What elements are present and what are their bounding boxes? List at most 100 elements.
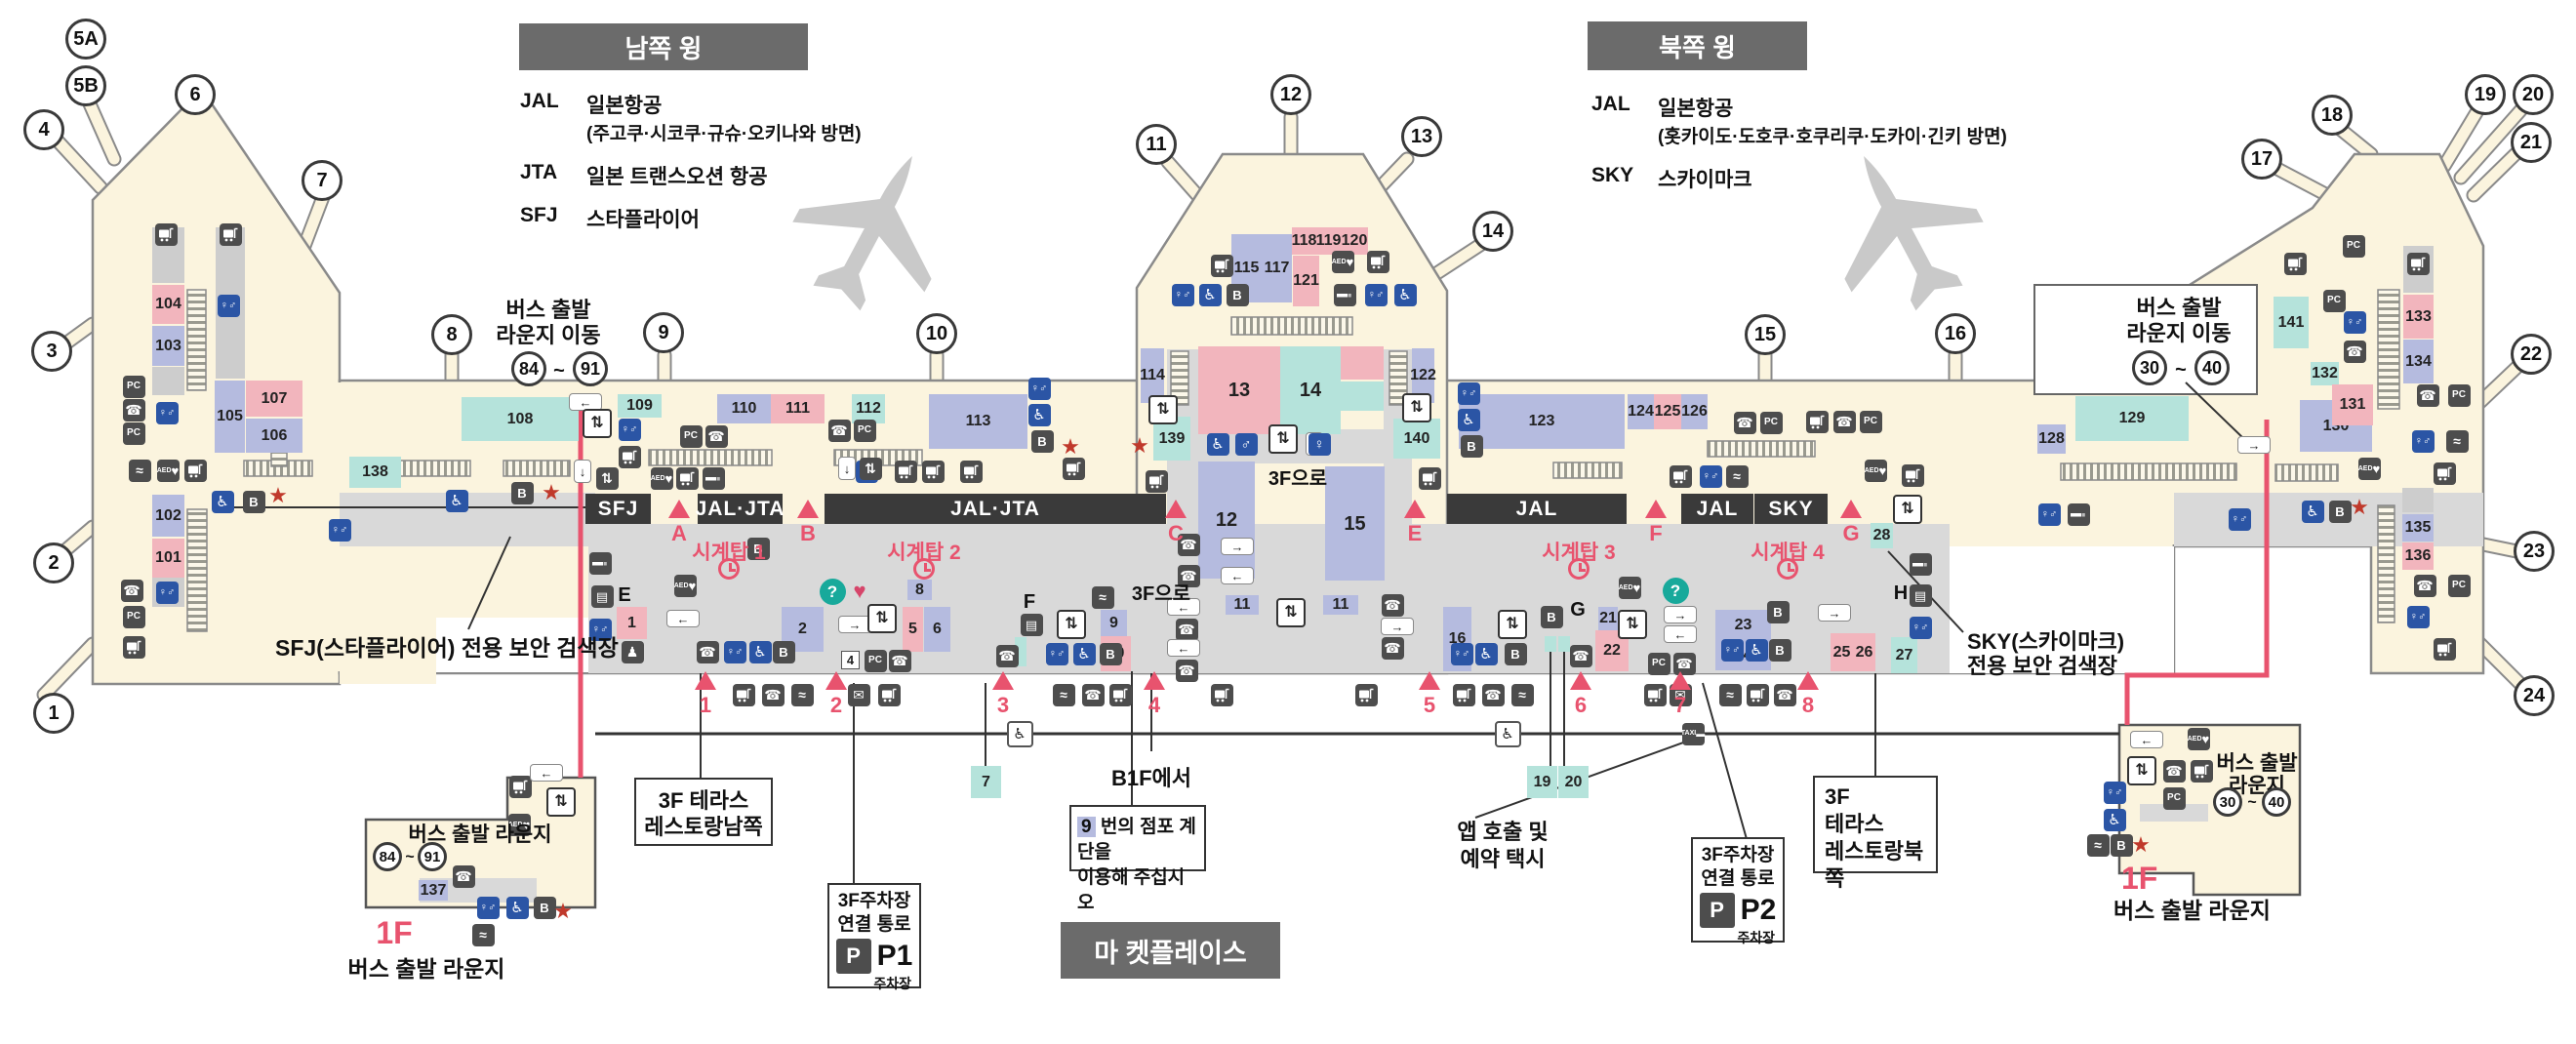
- escal-icon: ⇅: [595, 466, 619, 490]
- room-label: 26: [1855, 643, 1873, 661]
- walkL-icon: ←: [530, 764, 563, 782]
- boarding-gate-triangle-3: [992, 671, 1014, 690]
- pc-icon: PC: [122, 375, 145, 398]
- airline-bar-SKY: SKY: [1754, 494, 1828, 524]
- room-1: 1: [617, 607, 647, 639]
- phone-icon: ☎: [1177, 533, 1200, 556]
- phone-icon: ☎: [1569, 644, 1592, 667]
- accessible-icon: ♿: [2301, 500, 2324, 523]
- phone-icon: ☎: [1481, 683, 1505, 706]
- escal-icon: ⇅: [859, 457, 882, 480]
- room-label: 128: [2038, 430, 2065, 447]
- cart-icon: [877, 683, 901, 706]
- security-gate-label-A: A: [671, 521, 687, 545]
- phone-icon: ☎: [888, 649, 911, 672]
- room-block: [1341, 381, 1384, 411]
- airline-bar-JAL: JAL: [1681, 494, 1753, 524]
- room-label: 129: [2118, 410, 2146, 426]
- room-label: 117: [1264, 260, 1290, 276]
- cart-icon: [1210, 254, 1233, 277]
- gate-3: 3: [31, 331, 72, 372]
- map-label: SFJ(스타플라이어) 전용 보안 검색장: [275, 635, 619, 661]
- wline-icon: ♿: [1494, 720, 1521, 747]
- toilet-icon: ♀♂: [2343, 310, 2366, 334]
- security-gate-label-B: B: [800, 521, 816, 545]
- room-label: 114: [1140, 367, 1165, 383]
- toilet-icon: ♀♂: [2228, 507, 2251, 531]
- boarding-gate-triangle-5: [1419, 671, 1440, 690]
- boarding-gate-triangle-7: [1670, 671, 1691, 690]
- phone-icon: ☎: [2162, 759, 2186, 783]
- room-102: 102: [152, 495, 184, 537]
- cart-icon: [618, 445, 641, 468]
- adown-icon: ↓: [574, 460, 591, 483]
- gate-40: 40: [2262, 787, 2291, 817]
- gate-12: 12: [1270, 74, 1311, 115]
- room-135: 135: [2402, 514, 2434, 542]
- map-label: 버스 출발 라운지: [408, 823, 552, 846]
- pc-icon: PC: [122, 422, 145, 445]
- elevator-icon: ⇅: [1148, 395, 1178, 424]
- security-gate-triangle-G: [1840, 500, 1862, 518]
- walkR-icon: →: [1818, 604, 1851, 622]
- cart-icon: [1746, 683, 1769, 706]
- room-label: 108: [506, 410, 534, 427]
- baby-icon: B: [1030, 429, 1054, 453]
- room-125: 125: [1654, 394, 1681, 429]
- security-gate-label-C: C: [1168, 521, 1184, 545]
- toilet-icon: ♀♂: [1171, 283, 1194, 306]
- map-label: 1F: [2121, 861, 2158, 896]
- room-label: 107: [261, 389, 288, 407]
- map-label: 1F: [376, 915, 413, 950]
- room-label: 124: [1628, 403, 1654, 420]
- room-137: 137: [419, 880, 448, 901]
- baby-icon: B: [2328, 500, 2352, 523]
- toilet-icon: ♀♂: [2103, 781, 2126, 804]
- boarding-gate-label-2: 2: [829, 693, 843, 717]
- legend-north-code-sky: SKY: [1591, 164, 1634, 186]
- room-129: 129: [2075, 396, 2189, 441]
- pc-icon: PC: [2342, 234, 2365, 258]
- phone-icon: ☎: [2413, 574, 2436, 597]
- phone-icon: ☎: [1081, 683, 1105, 706]
- room-7: 7: [971, 766, 1001, 798]
- room-label: 20: [1564, 773, 1583, 790]
- room-label: 12: [1215, 509, 1238, 531]
- escalator-strips: [186, 289, 2400, 632]
- room-121: 121: [1293, 256, 1319, 306]
- room-label: 9: [1109, 614, 1118, 631]
- room-label: 102: [155, 506, 181, 524]
- room-8: 8: [907, 580, 932, 600]
- room-26: 26: [1853, 633, 1875, 671]
- locker-icon: ▤: [1909, 583, 1932, 607]
- aed-icon: AED♥: [1864, 459, 1887, 482]
- legend-south-code-jta: JTA: [520, 161, 558, 183]
- boarding-gate-label-3: 3: [996, 693, 1010, 717]
- room-label: 6: [933, 621, 942, 637]
- walkL-icon: ←: [1664, 625, 1697, 643]
- boarding-gate-triangle-6: [1570, 671, 1591, 690]
- pc-icon: PC: [1859, 410, 1882, 433]
- security-gate-label-F: F: [1649, 521, 1663, 545]
- cart-icon: [675, 466, 699, 490]
- room-label: 15: [1344, 512, 1366, 535]
- room-23: 23: [1715, 610, 1771, 640]
- toilet-icon: ♀♂: [1450, 642, 1473, 665]
- callout-leaders: [234, 381, 2247, 883]
- map-label: E: [618, 584, 631, 606]
- room-108: 108: [462, 397, 579, 441]
- clock-tower-label: 시계탑 3: [1542, 542, 1616, 564]
- cart-icon: [2406, 252, 2430, 275]
- room-label: 21: [1599, 610, 1617, 626]
- room-label: 111: [785, 400, 810, 417]
- toilet-icon: ♀♂: [2411, 429, 2435, 453]
- room-6: 6: [924, 607, 950, 652]
- gate-11: 11: [1136, 124, 1177, 165]
- cart-icon: [1210, 683, 1233, 706]
- room-11: 11: [1323, 595, 1358, 615]
- room-label: 14: [1299, 380, 1322, 401]
- drink-icon: ≈: [1510, 683, 1534, 706]
- phone-icon: ☎: [1381, 593, 1404, 617]
- parking-icon: P: [1699, 893, 1735, 928]
